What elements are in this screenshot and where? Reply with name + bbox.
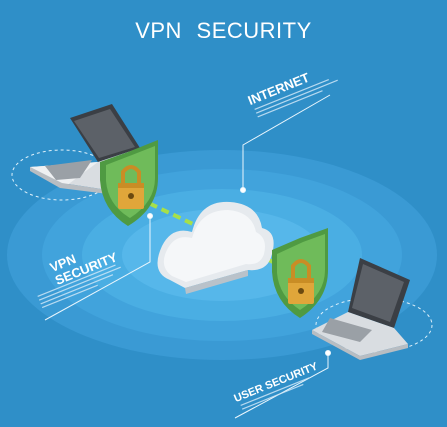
vpn-caption — [37, 259, 126, 309]
shield-lock-icon — [272, 228, 328, 318]
connector-lines — [44, 94, 331, 419]
internet-caption — [254, 72, 343, 118]
cloud-icon — [157, 201, 274, 294]
user-security-caption — [240, 368, 329, 410]
page-title: VPN SECURITY — [135, 18, 312, 43]
laptop-icon — [312, 258, 410, 360]
shield-lock-icon — [100, 140, 158, 226]
